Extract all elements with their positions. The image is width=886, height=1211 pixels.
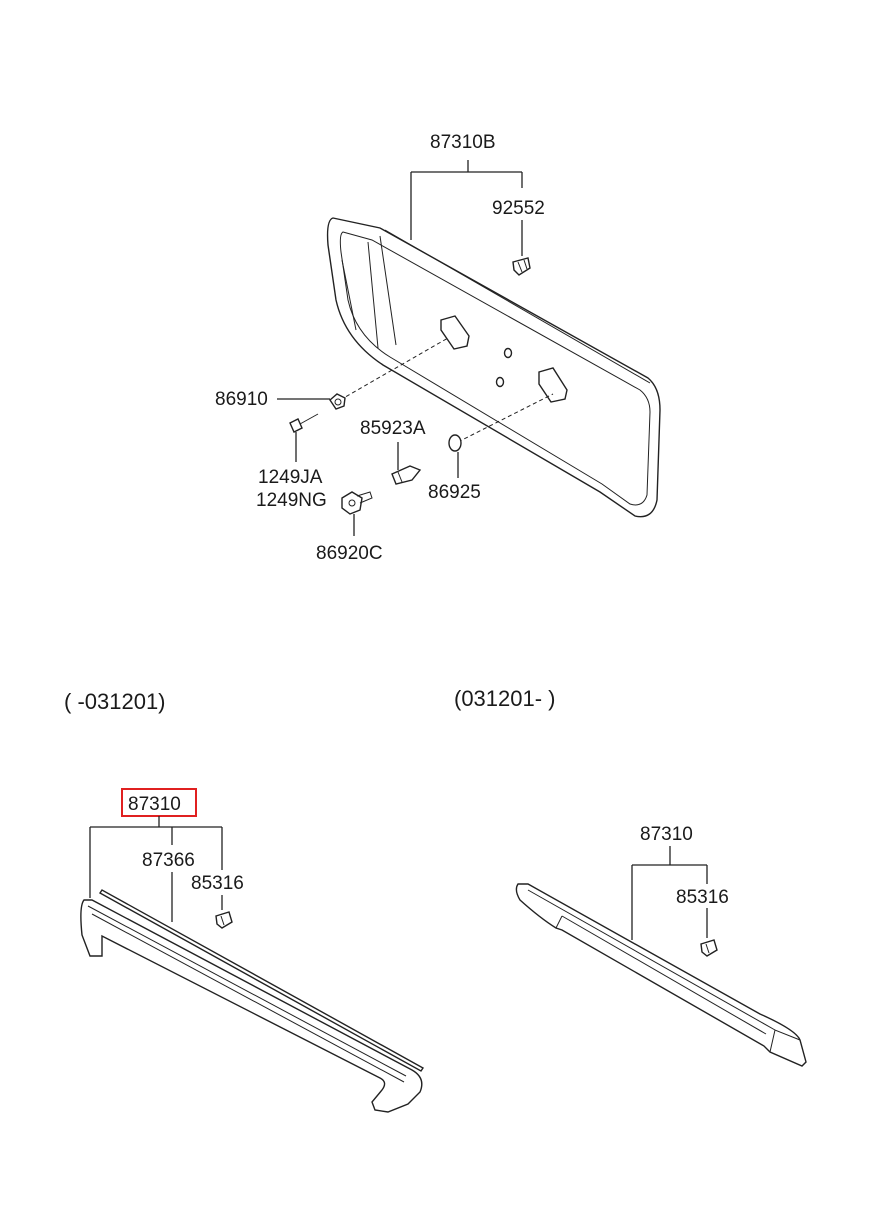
hole-bottom	[495, 376, 505, 388]
label-87366: 87366	[142, 850, 195, 871]
clip-85316-early-icon	[215, 911, 233, 929]
label-87310-late: 87310	[640, 824, 693, 845]
label-85923a: 85923A	[360, 418, 426, 439]
mount-pad-left	[440, 315, 470, 350]
label-1249ja: 1249JA	[258, 467, 323, 488]
bushing-85923a-icon	[391, 465, 422, 485]
bolt-86910-icon	[329, 393, 346, 410]
upper-assembly: 87310B 92552 86910 1249JA 1249NG 85923A	[215, 132, 661, 564]
nut-86920c-icon	[341, 491, 373, 515]
label-1249ng: 1249NG	[256, 490, 327, 511]
label-86910: 86910	[215, 389, 268, 410]
hole-top	[503, 347, 513, 359]
label-86920c: 86920C	[316, 543, 383, 564]
label-85316-early: 85316	[191, 873, 244, 894]
range-early: ( -031201)	[64, 689, 166, 714]
variant-late: (031201- ) 87310 85316	[454, 686, 807, 1067]
range-late: (031201- )	[454, 686, 556, 711]
mount-pad-right	[538, 367, 568, 403]
license-garnish-frame	[326, 217, 661, 518]
screw-1249-icon	[289, 413, 319, 433]
strip-87366	[98, 889, 425, 1072]
garnish-87310-early	[80, 889, 425, 1113]
clip-92552-icon	[512, 257, 531, 276]
label-85316-late: 85316	[676, 887, 729, 908]
label-87310b: 87310B	[430, 132, 496, 153]
clip-85316-late-icon	[700, 939, 718, 957]
garnish-87310-late	[515, 883, 807, 1067]
label-86925: 86925	[428, 482, 481, 503]
label-87310-early: 87310	[128, 794, 181, 815]
plug-86925-icon	[448, 434, 462, 452]
variant-early: ( -031201) 87310 87366 85316	[64, 689, 425, 1113]
label-92552: 92552	[492, 198, 545, 219]
